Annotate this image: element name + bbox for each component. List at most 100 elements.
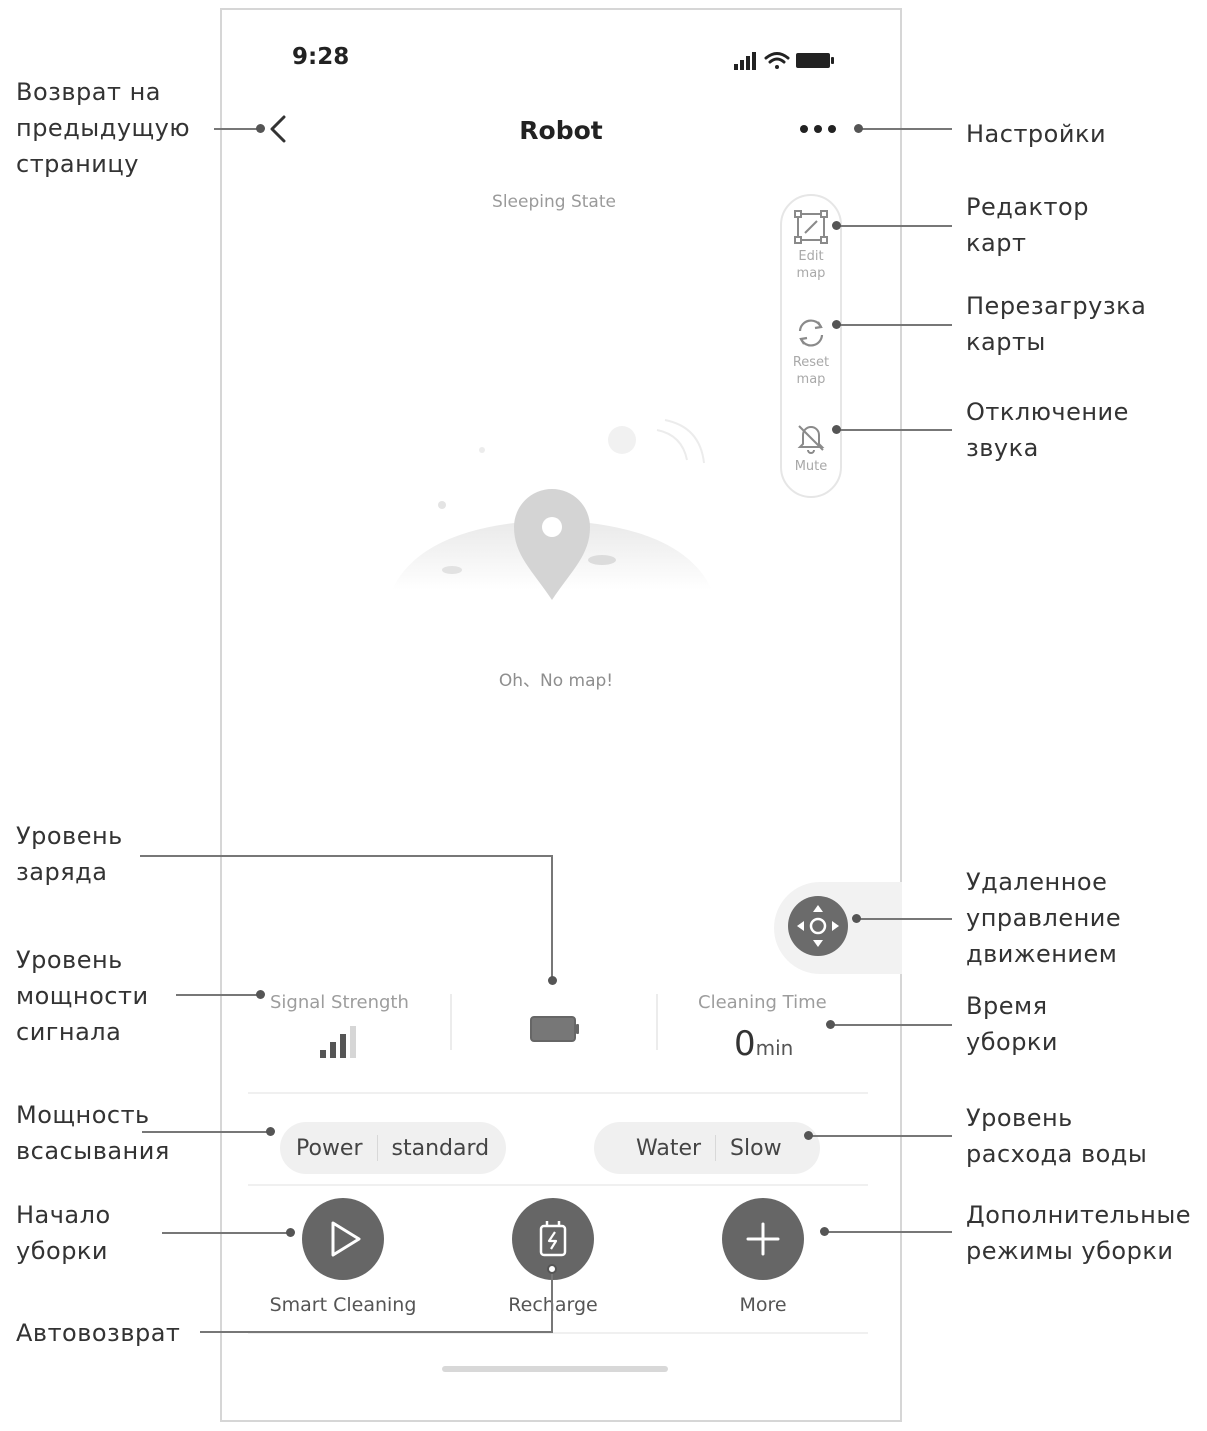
chip-separator	[376, 1135, 378, 1161]
leader-line	[838, 324, 952, 326]
smart-cleaning-label: Smart Cleaning	[269, 1294, 417, 1316]
annotation-mute: Отключение звука	[966, 398, 1129, 462]
phone-screen: 9:28 Robot Sleeping State	[220, 8, 902, 1422]
play-icon	[331, 1221, 361, 1257]
reset-map-button[interactable]: Reset map	[782, 316, 840, 388]
recharge-label: Recharge	[508, 1294, 598, 1316]
leader-dot	[852, 914, 861, 923]
annotation-map-editor: Редактор карт	[966, 193, 1089, 257]
power-value: standard	[391, 1135, 490, 1161]
recharge-icon	[539, 1221, 567, 1257]
mute-bell-icon	[797, 425, 825, 454]
leader-line	[838, 429, 952, 431]
remote-control-button[interactable]	[788, 896, 848, 956]
section-divider	[248, 1092, 868, 1094]
water-level-selector[interactable]: Water Slow	[594, 1122, 820, 1174]
leader-dot	[256, 990, 265, 999]
move-arrows-icon	[797, 905, 839, 947]
annotation-battery-level: Уровень заряда	[16, 822, 123, 886]
cleaning-time-unit: min	[755, 1036, 794, 1060]
robot-state-text: Sleeping State	[492, 192, 616, 212]
annotation-water-level: Уровень расхода воды	[966, 1104, 1148, 1168]
edit-map-label: Edit map	[796, 249, 826, 281]
no-map-illustration	[392, 419, 712, 600]
reset-map-icon	[798, 319, 824, 347]
leader-line	[551, 1272, 553, 1332]
signal-bar	[350, 1026, 356, 1058]
wifi-icon	[764, 52, 790, 69]
back-chevron-icon[interactable]	[266, 114, 288, 144]
leader-dot	[820, 1227, 829, 1236]
cellular-signal-icon	[734, 52, 756, 70]
section-divider	[248, 1184, 868, 1186]
leader-dot	[832, 425, 841, 434]
signal-bar	[340, 1034, 346, 1058]
leader-dot	[832, 320, 841, 329]
leader-dot	[256, 124, 265, 133]
more-label: More	[739, 1294, 787, 1316]
signal-strength-icon	[320, 1026, 356, 1058]
leader-dot	[832, 221, 841, 230]
chip-separator	[715, 1135, 717, 1161]
leader-dot	[266, 1127, 275, 1136]
annotation-start-cleaning: Начало уборки	[16, 1201, 111, 1265]
annotation-cleaning-time: Время уборки	[966, 992, 1059, 1056]
annotation-signal-level: Уровень мощности сигнала	[16, 946, 149, 1046]
cleaning-time-value: 0min	[734, 1024, 793, 1064]
suction-power-selector[interactable]: Power standard	[280, 1122, 506, 1174]
leader-line	[826, 1231, 952, 1233]
leader-dot	[804, 1131, 813, 1140]
water-label: Water	[636, 1135, 702, 1161]
leader-line	[810, 1135, 952, 1137]
annotation-back: Возврат на предыдущую страницу	[16, 78, 191, 178]
stats-divider	[656, 994, 658, 1050]
leader-line	[551, 855, 553, 979]
leader-line	[858, 918, 952, 920]
leader-dot	[547, 1264, 557, 1274]
leader-line	[832, 1024, 952, 1026]
plus-icon	[746, 1222, 780, 1256]
leader-line	[838, 225, 952, 227]
annotation-suction-power: Мощность всасывания	[16, 1101, 170, 1165]
water-value: Slow	[730, 1135, 782, 1161]
more-dots-icon[interactable]	[798, 120, 842, 138]
more-modes-button[interactable]	[722, 1198, 804, 1280]
leader-line	[214, 128, 260, 130]
mute-button[interactable]: Mute	[782, 420, 840, 475]
mute-label: Mute	[794, 459, 828, 474]
annotation-map-reset: Перезагрузка карты	[966, 292, 1147, 356]
edit-map-icon	[794, 210, 828, 244]
reset-map-label: Reset map	[792, 355, 830, 387]
cleaning-time-number: 0	[734, 1024, 756, 1064]
no-map-text: Oh、No map!	[498, 671, 614, 691]
power-label: Power	[296, 1135, 363, 1161]
map-tool-strip: Edit map Reset map Mute	[780, 194, 842, 498]
annotation-remote-control: Удаленное управление движением	[966, 868, 1122, 968]
battery-status-icon	[796, 53, 834, 68]
cleaning-time-label: Cleaning Time	[698, 992, 827, 1013]
page-title: Robot	[519, 116, 603, 145]
stats-divider	[450, 994, 452, 1050]
home-indicator[interactable]	[442, 1366, 668, 1372]
leader-line	[140, 855, 553, 857]
signal-bar	[330, 1042, 336, 1058]
smart-cleaning-button[interactable]	[302, 1198, 384, 1280]
battery-level-icon	[530, 1016, 579, 1042]
signal-strength-label: Signal Strength	[270, 992, 409, 1013]
annotation-auto-return: Автовозврат	[16, 1319, 181, 1347]
status-icons	[734, 52, 834, 70]
leader-dot	[548, 976, 557, 985]
edit-map-button[interactable]: Edit map	[782, 210, 840, 282]
leader-dot	[854, 124, 863, 133]
leader-line	[176, 994, 260, 996]
annotation-extra-modes: Дополнительные режимы уборки	[966, 1201, 1192, 1265]
status-time: 9:28	[292, 44, 350, 70]
leader-dot	[826, 1020, 835, 1029]
leader-line	[142, 1131, 270, 1133]
leader-line	[860, 128, 952, 130]
signal-bar	[320, 1050, 326, 1058]
leader-dot	[286, 1228, 295, 1237]
annotation-settings: Настройки	[966, 120, 1107, 148]
leader-line	[162, 1232, 290, 1234]
section-divider	[248, 1332, 868, 1334]
